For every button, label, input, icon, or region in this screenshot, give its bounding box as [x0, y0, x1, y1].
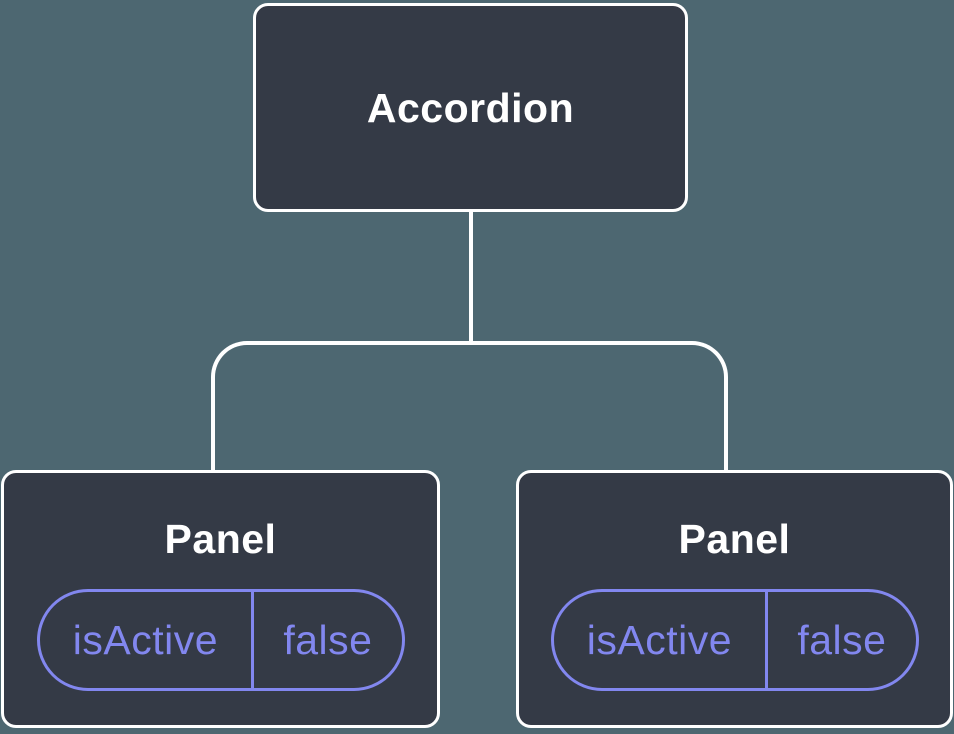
- state-pill: isActive false: [550, 589, 919, 691]
- panel-title: Panel: [164, 516, 277, 562]
- panel-title: Panel: [678, 516, 791, 562]
- accordion-node-label: Accordion: [366, 84, 575, 131]
- panel-node-right: Panel isActive false: [516, 470, 953, 728]
- connector-stem-line: [469, 210, 473, 345]
- connector-branch-line: [211, 341, 728, 470]
- panel-node-left: Panel isActive false: [1, 470, 440, 728]
- accordion-node: Accordion: [253, 3, 688, 212]
- state-pill: isActive false: [36, 589, 405, 691]
- state-value: false: [283, 616, 373, 663]
- state-name: isActive: [554, 592, 769, 688]
- state-value: false: [797, 616, 887, 663]
- state-name: isActive: [40, 592, 255, 688]
